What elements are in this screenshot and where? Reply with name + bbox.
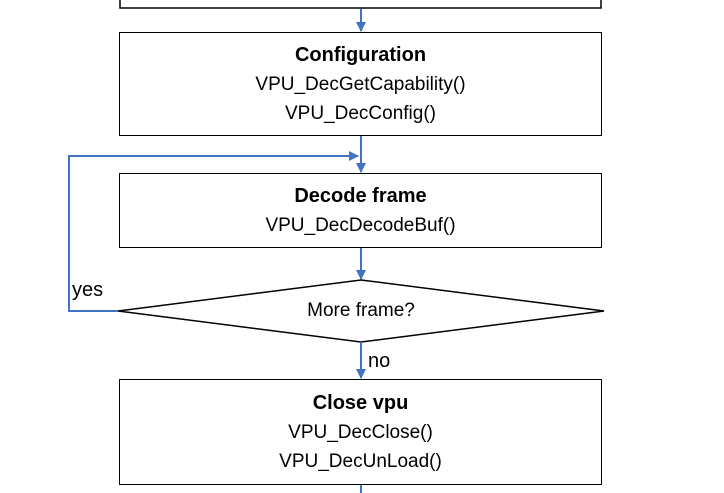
decision-label: More frame? [307, 300, 415, 321]
configuration-title: Configuration [294, 44, 427, 66]
close-vpu-call-1: VPU_DecClose() [288, 422, 433, 443]
close-vpu-title: Close vpu [312, 392, 409, 414]
close-vpu-call-2: VPU_DecUnLoad() [279, 451, 442, 472]
yes-loop-connector [68, 151, 359, 312]
decode-frame-box: Decode frame VPU_DecDecodeBuf() [119, 173, 602, 248]
decode-frame-call: VPU_DecDecodeBuf() [265, 215, 456, 236]
close-vpu-box: Close vpu VPU_DecClose() VPU_DecUnLoad() [119, 379, 602, 485]
no-label: no [368, 350, 391, 372]
previous-step-box [119, 0, 602, 9]
configuration-call-2: VPU_DecConfig() [285, 103, 436, 124]
decode-frame-title: Decode frame [294, 185, 427, 207]
configuration-call-1: VPU_DecGetCapability() [255, 74, 466, 95]
yes-label: yes [72, 279, 104, 301]
configuration-box: Configuration VPU_DecGetCapability() VPU… [119, 32, 602, 136]
